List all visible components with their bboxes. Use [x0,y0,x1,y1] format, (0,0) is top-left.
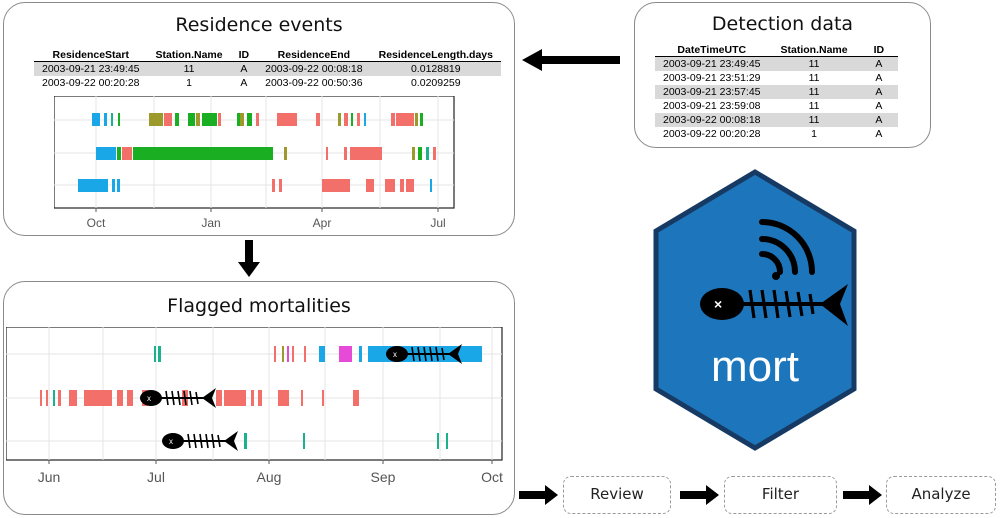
table-cell: 11 [147,61,231,76]
svg-text:x: x [393,350,397,359]
table-cell: 11 [808,72,820,84]
table-cell: 1 [811,128,817,140]
residence-track-2 [96,147,436,160]
column-header: Station.Name [147,48,231,62]
residence-events-panel: Residence events ResidenceStart Station.… [3,2,515,236]
mortality-timeline-chart: x x x Jun Jul Aug Sep Oct [6,327,503,485]
fish-skeleton-icon: x [140,388,216,408]
hexagon-shape [653,169,857,451]
table-cell: 11 [808,100,820,112]
x-tick-label: Apr [313,216,332,230]
table-cell: A [859,56,899,71]
svg-text:×: × [714,296,722,312]
flagged-mortalities-title: Flagged mortalities [167,295,351,317]
residence-track-3 [78,179,432,192]
table-cell: 11 [768,113,860,127]
fish-skeleton-icon: × [700,284,848,326]
x-tick-label: Aug [257,469,282,485]
x-tick-label: Oct [87,216,106,230]
mort-hex-logo: × mort [653,169,857,451]
table-row: 2003-09-21 23:49:45 11 A 2003-09-22 00:0… [34,61,501,76]
table-cell: 0.0209259 [410,77,461,89]
table-row: 2003-09-21 23:49:45 11 A [655,56,899,71]
table-header-row: ResidenceStart Station.Name ID Residence… [34,48,501,62]
table-cell: 2003-09-22 00:08:18 [257,61,371,76]
table-cell: A [875,100,883,112]
residence-timeline-chart: Oct Jan Apr Jul [54,96,455,230]
table-cell: 2003-09-22 00:50:36 [265,77,363,89]
detection-table: DateTimeUTC Station.Name ID 2003-09-21 2… [655,43,899,141]
x-tick-label: Jun [38,469,61,485]
fish-skeleton-icon: x [386,344,462,364]
logo-text: mort [711,342,799,391]
table-cell: 2003-09-21 23:59:08 [663,100,761,112]
detection-data-title: Detection data [711,13,854,35]
arrow-right-icon [843,485,882,505]
column-header: ResidenceLength.days [370,48,501,62]
svg-text:x: x [169,437,173,446]
column-header: ResidenceStart [34,48,148,62]
table-row: 2003-09-22 00:20:28 1 A 2003-09-22 00:50… [34,76,501,90]
table-row: 2003-09-21 23:57:45 11 A [655,85,899,99]
table-cell: A [240,77,248,89]
table-cell: 2003-09-21 23:49:45 [655,56,769,71]
svg-text:x: x [147,394,151,403]
column-header: ID [230,48,258,62]
x-axis: Oct Jan Apr Jul [87,208,446,230]
wifi-signal-icon [759,219,815,280]
x-tick-label: Jul [147,469,165,485]
table-cell: A [859,85,899,99]
table-cell: 2003-09-21 23:57:45 [655,85,769,99]
table-cell: 2003-09-21 23:51:29 [663,72,761,84]
table-row: 2003-09-21 23:59:08 11 A [655,99,898,113]
table-cell: 2003-09-22 00:20:28 [42,77,140,89]
x-tick-label: Jul [430,216,445,230]
table-cell: 0.0128819 [370,61,501,76]
column-header: Station.Name [768,43,860,57]
mortality-track-3 [244,433,448,449]
flagged-mortalities-panel: Flagged mortalities [3,281,515,515]
table-cell: A [859,113,899,127]
residence-events-title: Residence events [175,14,343,36]
table-row: 2003-09-21 23:51:29 11 A [655,71,898,85]
analyze-step-button[interactable]: Analyze [886,476,996,514]
x-axis: Jun Jul Aug Sep Oct [38,460,503,485]
fish-skeleton-icon: x [162,431,238,451]
table-cell: A [230,61,258,76]
x-tick-label: Jan [201,216,220,230]
x-tick-label: Oct [481,469,503,485]
arrow-down-icon [238,240,260,277]
table-cell: 2003-09-22 00:08:18 [655,113,769,127]
arrow-right-icon [680,485,719,505]
table-cell: 2003-09-22 00:20:28 [663,128,761,140]
table-header-row: DateTimeUTC Station.Name ID [655,43,899,57]
arrow-right-icon [519,485,558,505]
arrow-left-icon [522,49,620,71]
table-cell: A [875,128,883,140]
filter-step-button[interactable]: Filter [724,476,837,514]
table-row: 2003-09-22 00:08:18 11 A [655,113,899,127]
table-row: 2003-09-22 00:20:28 1 A [655,127,898,141]
detection-data-panel: Detection data DateTimeUTC Station.Name … [634,2,931,148]
residence-track-1 [92,113,423,126]
review-step-button[interactable]: Review [563,476,671,514]
column-header: DateTimeUTC [655,43,769,57]
table-cell: 1 [186,77,192,89]
table-cell: 11 [768,56,860,71]
table-cell: A [875,72,883,84]
column-header: ID [859,43,899,57]
x-tick-label: Sep [371,469,396,485]
table-cell: 2003-09-21 23:49:45 [34,61,148,76]
residence-table: ResidenceStart Station.Name ID Residence… [34,48,501,90]
column-header: ResidenceEnd [257,48,371,62]
table-cell: 11 [768,85,860,99]
